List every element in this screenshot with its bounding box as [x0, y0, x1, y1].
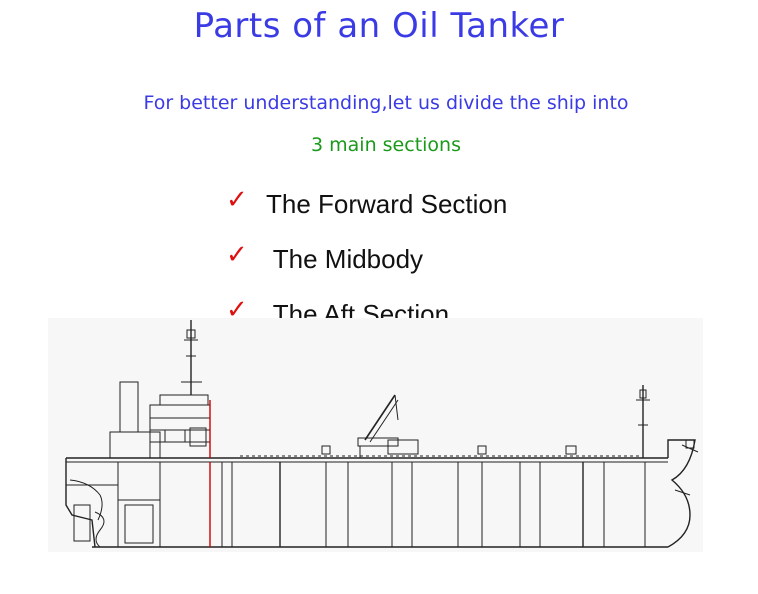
- subtitle-line-1: For better understanding,let us divide t…: [143, 92, 629, 114]
- list-item: ✓ The Forward Section: [226, 184, 507, 239]
- check-icon: ✓: [226, 185, 248, 215]
- section-label-forward: The Forward Section: [266, 189, 508, 219]
- check-icon: ✓: [226, 295, 248, 325]
- subtitle-line-2: 3 main sections: [311, 134, 461, 156]
- page-title: Parts of an Oil Tanker: [193, 6, 565, 46]
- deck-crane: [357, 394, 419, 458]
- list-item: ✓ The Midbody: [226, 239, 507, 294]
- superstructure: [109, 320, 211, 459]
- fore-mast: [636, 385, 650, 458]
- check-icon: ✓: [226, 240, 248, 270]
- oil-tanker-profile-drawing: [48, 318, 703, 552]
- section-label-midbody: The Midbody: [266, 244, 424, 274]
- deck-fittings: [240, 439, 695, 457]
- tank-bulkheads: [66, 462, 646, 547]
